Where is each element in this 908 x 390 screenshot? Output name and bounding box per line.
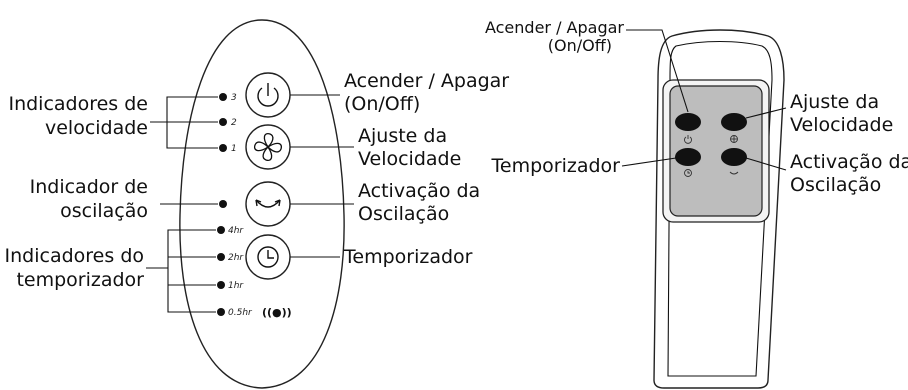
timer-indicator-0.5hr <box>217 308 225 316</box>
right-oscillation-icon <box>729 171 739 175</box>
timer-indicators-label-line2: temporizador <box>16 269 144 291</box>
right-clock-icon <box>684 169 692 177</box>
timer-level-2hr: 2hr <box>228 253 244 263</box>
right-remote-inner-outline <box>667 40 773 377</box>
timer-indicator-4hr <box>217 226 225 234</box>
right-timer-label: Temporizador <box>491 155 621 177</box>
oscillation-indicator <box>219 200 227 208</box>
right-power-label-line1: Acender / Apagar <box>485 18 624 37</box>
signal-icon: ((●)) <box>262 306 292 319</box>
right-fan-icon <box>730 135 738 143</box>
speed-level-1: 1 <box>231 144 237 154</box>
fan-icon <box>253 132 283 162</box>
timer-indicators-label-line1: Indicadores do <box>5 245 144 267</box>
left-remote: 3 2 1 4hr 2hr 1hr 0.5hr ((●)) <box>146 19 354 389</box>
power-icon <box>257 83 279 107</box>
right-oscillation-label-line1: Activação da <box>790 151 908 173</box>
right-oscillation-button[interactable] <box>721 148 747 166</box>
left-oscillation-label-line2: Oscilação <box>358 203 449 225</box>
right-speed-button[interactable] <box>721 113 747 131</box>
speed-indicators-label-line1: Indicadores de <box>8 93 148 115</box>
timer-level-0.5hr: 0.5hr <box>228 308 253 318</box>
oscillation-indicator-label-line1: Indicador de <box>30 176 148 198</box>
oscillation-button[interactable] <box>245 181 291 227</box>
speed-level-3: 3 <box>231 93 237 103</box>
speed-level-2: 2 <box>231 118 237 128</box>
left-speed-label-line2: Velocidade <box>358 148 461 170</box>
right-speed-label-line1: Ajuste da <box>790 91 879 113</box>
left-oscillation-label-line1: Activação da <box>358 180 480 202</box>
left-power-label-line2: (On/Off) <box>344 93 420 115</box>
oscillation-icon <box>255 199 281 208</box>
oscillation-indicator-label-line2: oscilação <box>60 200 148 222</box>
speed-indicator-2 <box>219 118 227 126</box>
right-power-icon <box>684 135 692 144</box>
right-remote <box>621 29 787 389</box>
right-timer-button[interactable] <box>675 148 701 166</box>
right-power-label-line2: (On/Off) <box>548 36 612 55</box>
left-speed-label-line1: Ajuste da <box>358 125 447 147</box>
right-speed-label-line2: Velocidade <box>790 114 893 136</box>
right-oscillation-label-line2: Oscilação <box>790 174 881 196</box>
clock-icon <box>257 246 279 268</box>
speed-indicator-1 <box>219 144 227 152</box>
speed-indicators-label-line2: velocidade <box>45 117 148 139</box>
timer-indicator-1hr <box>217 281 225 289</box>
left-power-label-line1: Acender / Apagar <box>344 70 509 92</box>
timer-level-4hr: 4hr <box>228 226 244 236</box>
left-timer-label: Temporizador <box>343 246 473 268</box>
timer-indicator-2hr <box>217 253 225 261</box>
right-power-button[interactable] <box>675 113 701 131</box>
speed-indicator-3 <box>219 93 227 101</box>
timer-level-1hr: 1hr <box>228 281 244 291</box>
